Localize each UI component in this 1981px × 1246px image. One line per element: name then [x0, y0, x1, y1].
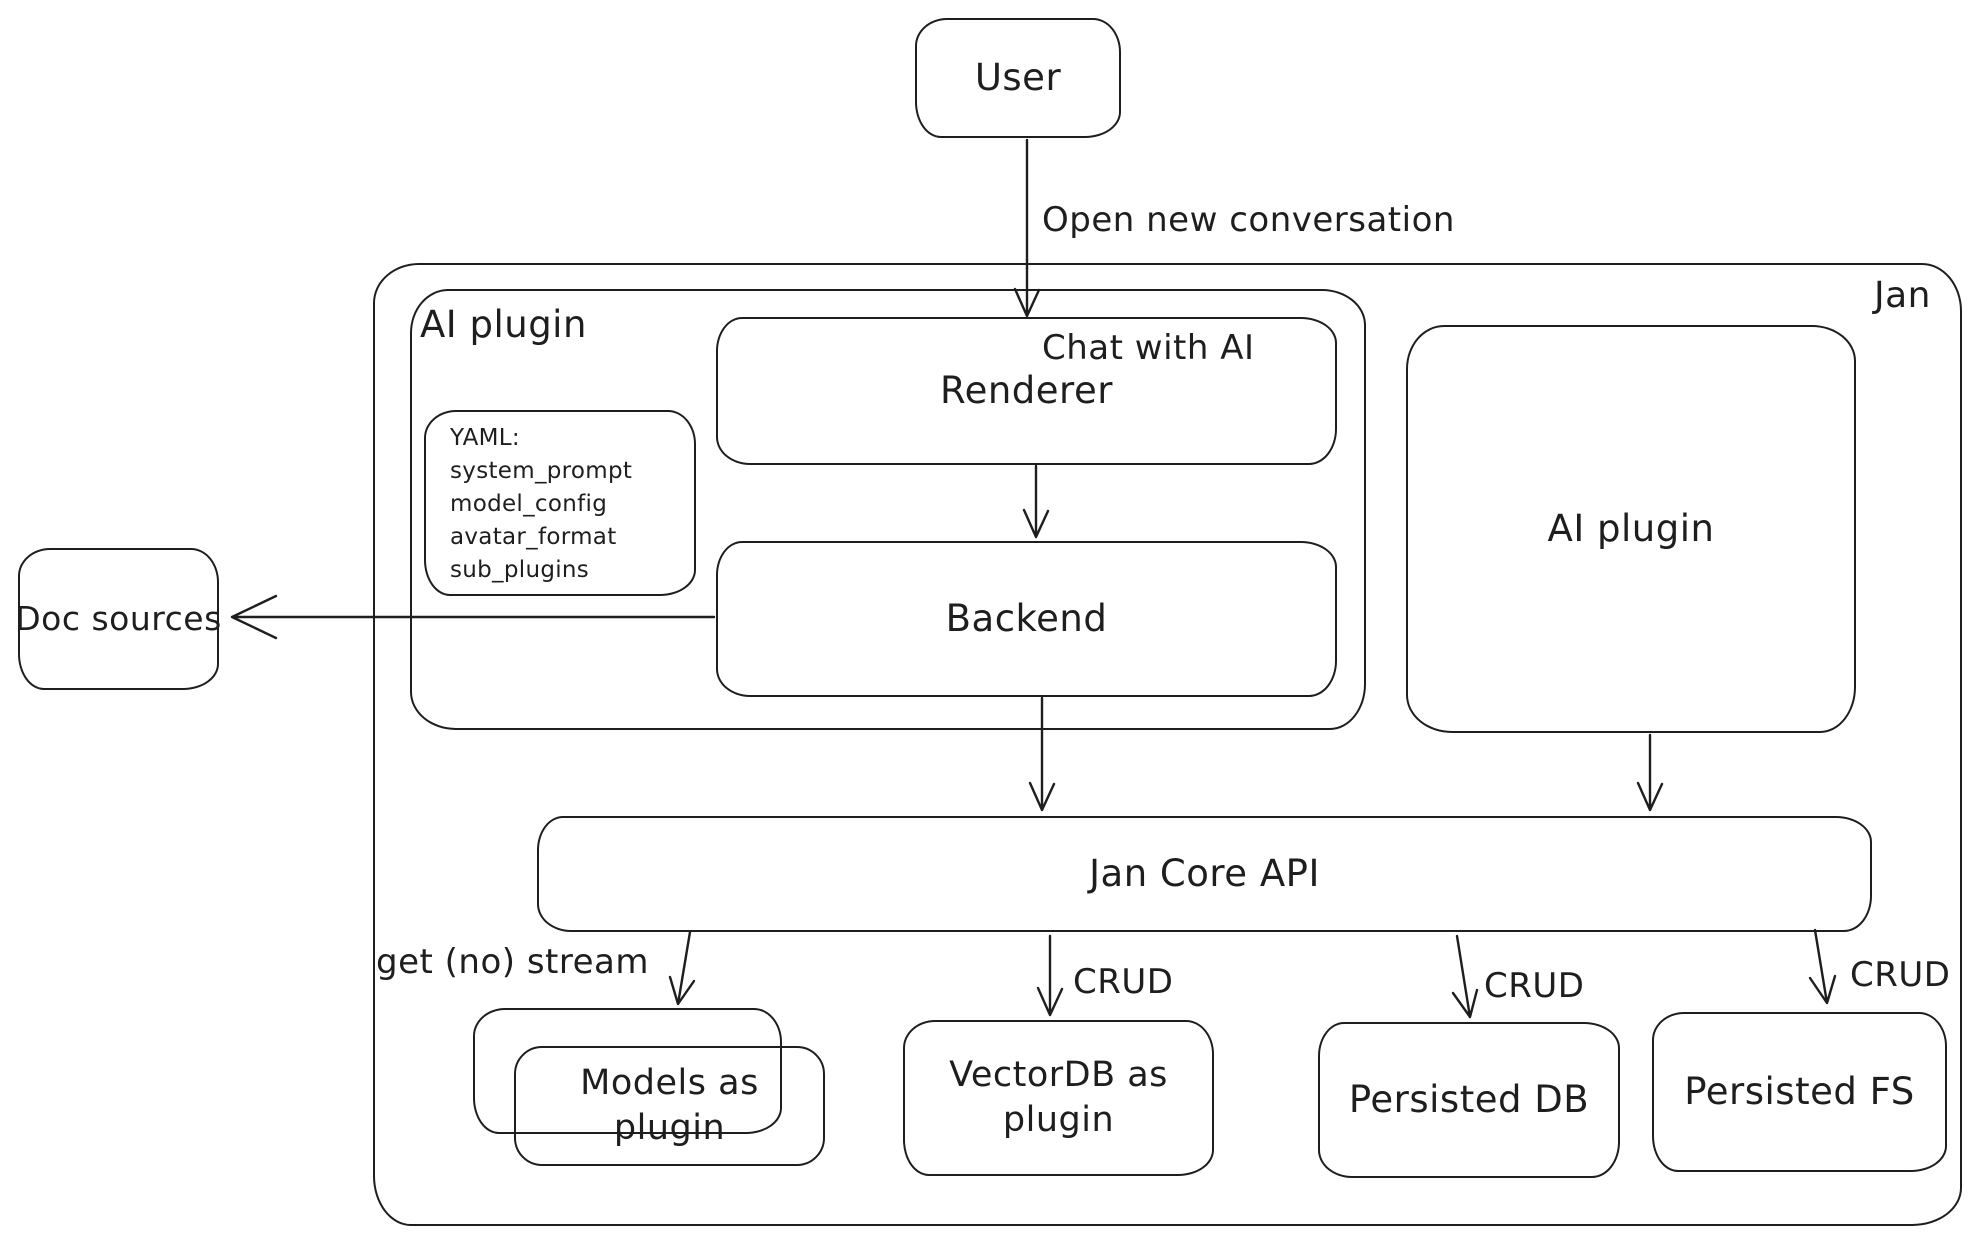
yaml-note-line: sub_plugins	[450, 557, 590, 583]
yaml-note-line: YAML:	[450, 425, 520, 451]
yaml-note-line: system_prompt	[450, 458, 633, 484]
yaml-note: YAML: system_prompt model_config avatar_…	[424, 410, 696, 596]
node-renderer: Renderer	[716, 317, 1337, 465]
node-ai-plugin: AI plugin	[1406, 325, 1856, 733]
node-models-as-plugin: Models as plugin	[514, 1046, 825, 1166]
ai-plugin-group: AI plugin	[410, 289, 1366, 730]
edge-label-open-conversation-line: Chat with AI	[1042, 328, 1255, 368]
edge-label-open-conversation: Open new conversation Chat with AI	[1042, 120, 1455, 448]
jan-label: Jan	[1874, 275, 1931, 316]
edge-label-crud-persisted-fs: CRUD	[1850, 955, 1951, 995]
edge-label-open-conversation-line: Open new conversation	[1042, 200, 1455, 240]
node-backend-label: Backend	[945, 597, 1108, 640]
node-renderer-label: Renderer	[940, 369, 1113, 412]
node-persisted-fs-label: Persisted FS	[1684, 1070, 1915, 1113]
node-models-as-plugin-outer	[473, 1008, 782, 1134]
node-vectordb-as-plugin: VectorDB as plugin	[903, 1020, 1214, 1176]
yaml-note-text: YAML: system_prompt model_config avatar_…	[450, 422, 632, 587]
node-models-as-plugin-label: plugin	[613, 1108, 726, 1148]
node-user: User	[915, 18, 1121, 138]
node-user-label: User	[974, 56, 1062, 99]
node-vectordb-as-plugin-label: VectorDB as	[949, 1055, 1168, 1095]
node-jan-core-api-label: Jan Core API	[1089, 852, 1320, 895]
jan-container: Jan	[373, 263, 1962, 1226]
node-doc-sources-label: Doc sources	[15, 599, 222, 638]
node-doc-sources: Doc sources	[15, 548, 222, 690]
node-jan-core-api: Jan Core API	[537, 816, 1872, 932]
edge-label-get-no-stream: get (no) stream	[376, 942, 649, 982]
edge-label-crud-persisted-db: CRUD	[1484, 966, 1585, 1006]
node-persisted-db-label: Persisted DB	[1348, 1078, 1590, 1121]
edge-label-crud-vectordb: CRUD	[1073, 962, 1174, 1002]
yaml-note-line: model_config	[450, 491, 608, 517]
node-models-as-plugin-label: Models as	[580, 1063, 759, 1103]
node-vectordb-as-plugin-label: plugin	[1002, 1100, 1115, 1140]
ai-plugin-group-label: AI plugin	[420, 303, 587, 346]
node-persisted-fs: Persisted FS	[1652, 1012, 1947, 1172]
yaml-note-line: avatar_format	[450, 524, 617, 550]
node-ai-plugin-label: AI plugin	[1547, 507, 1715, 550]
node-backend: Backend	[716, 541, 1337, 697]
node-persisted-db: Persisted DB	[1318, 1022, 1620, 1178]
